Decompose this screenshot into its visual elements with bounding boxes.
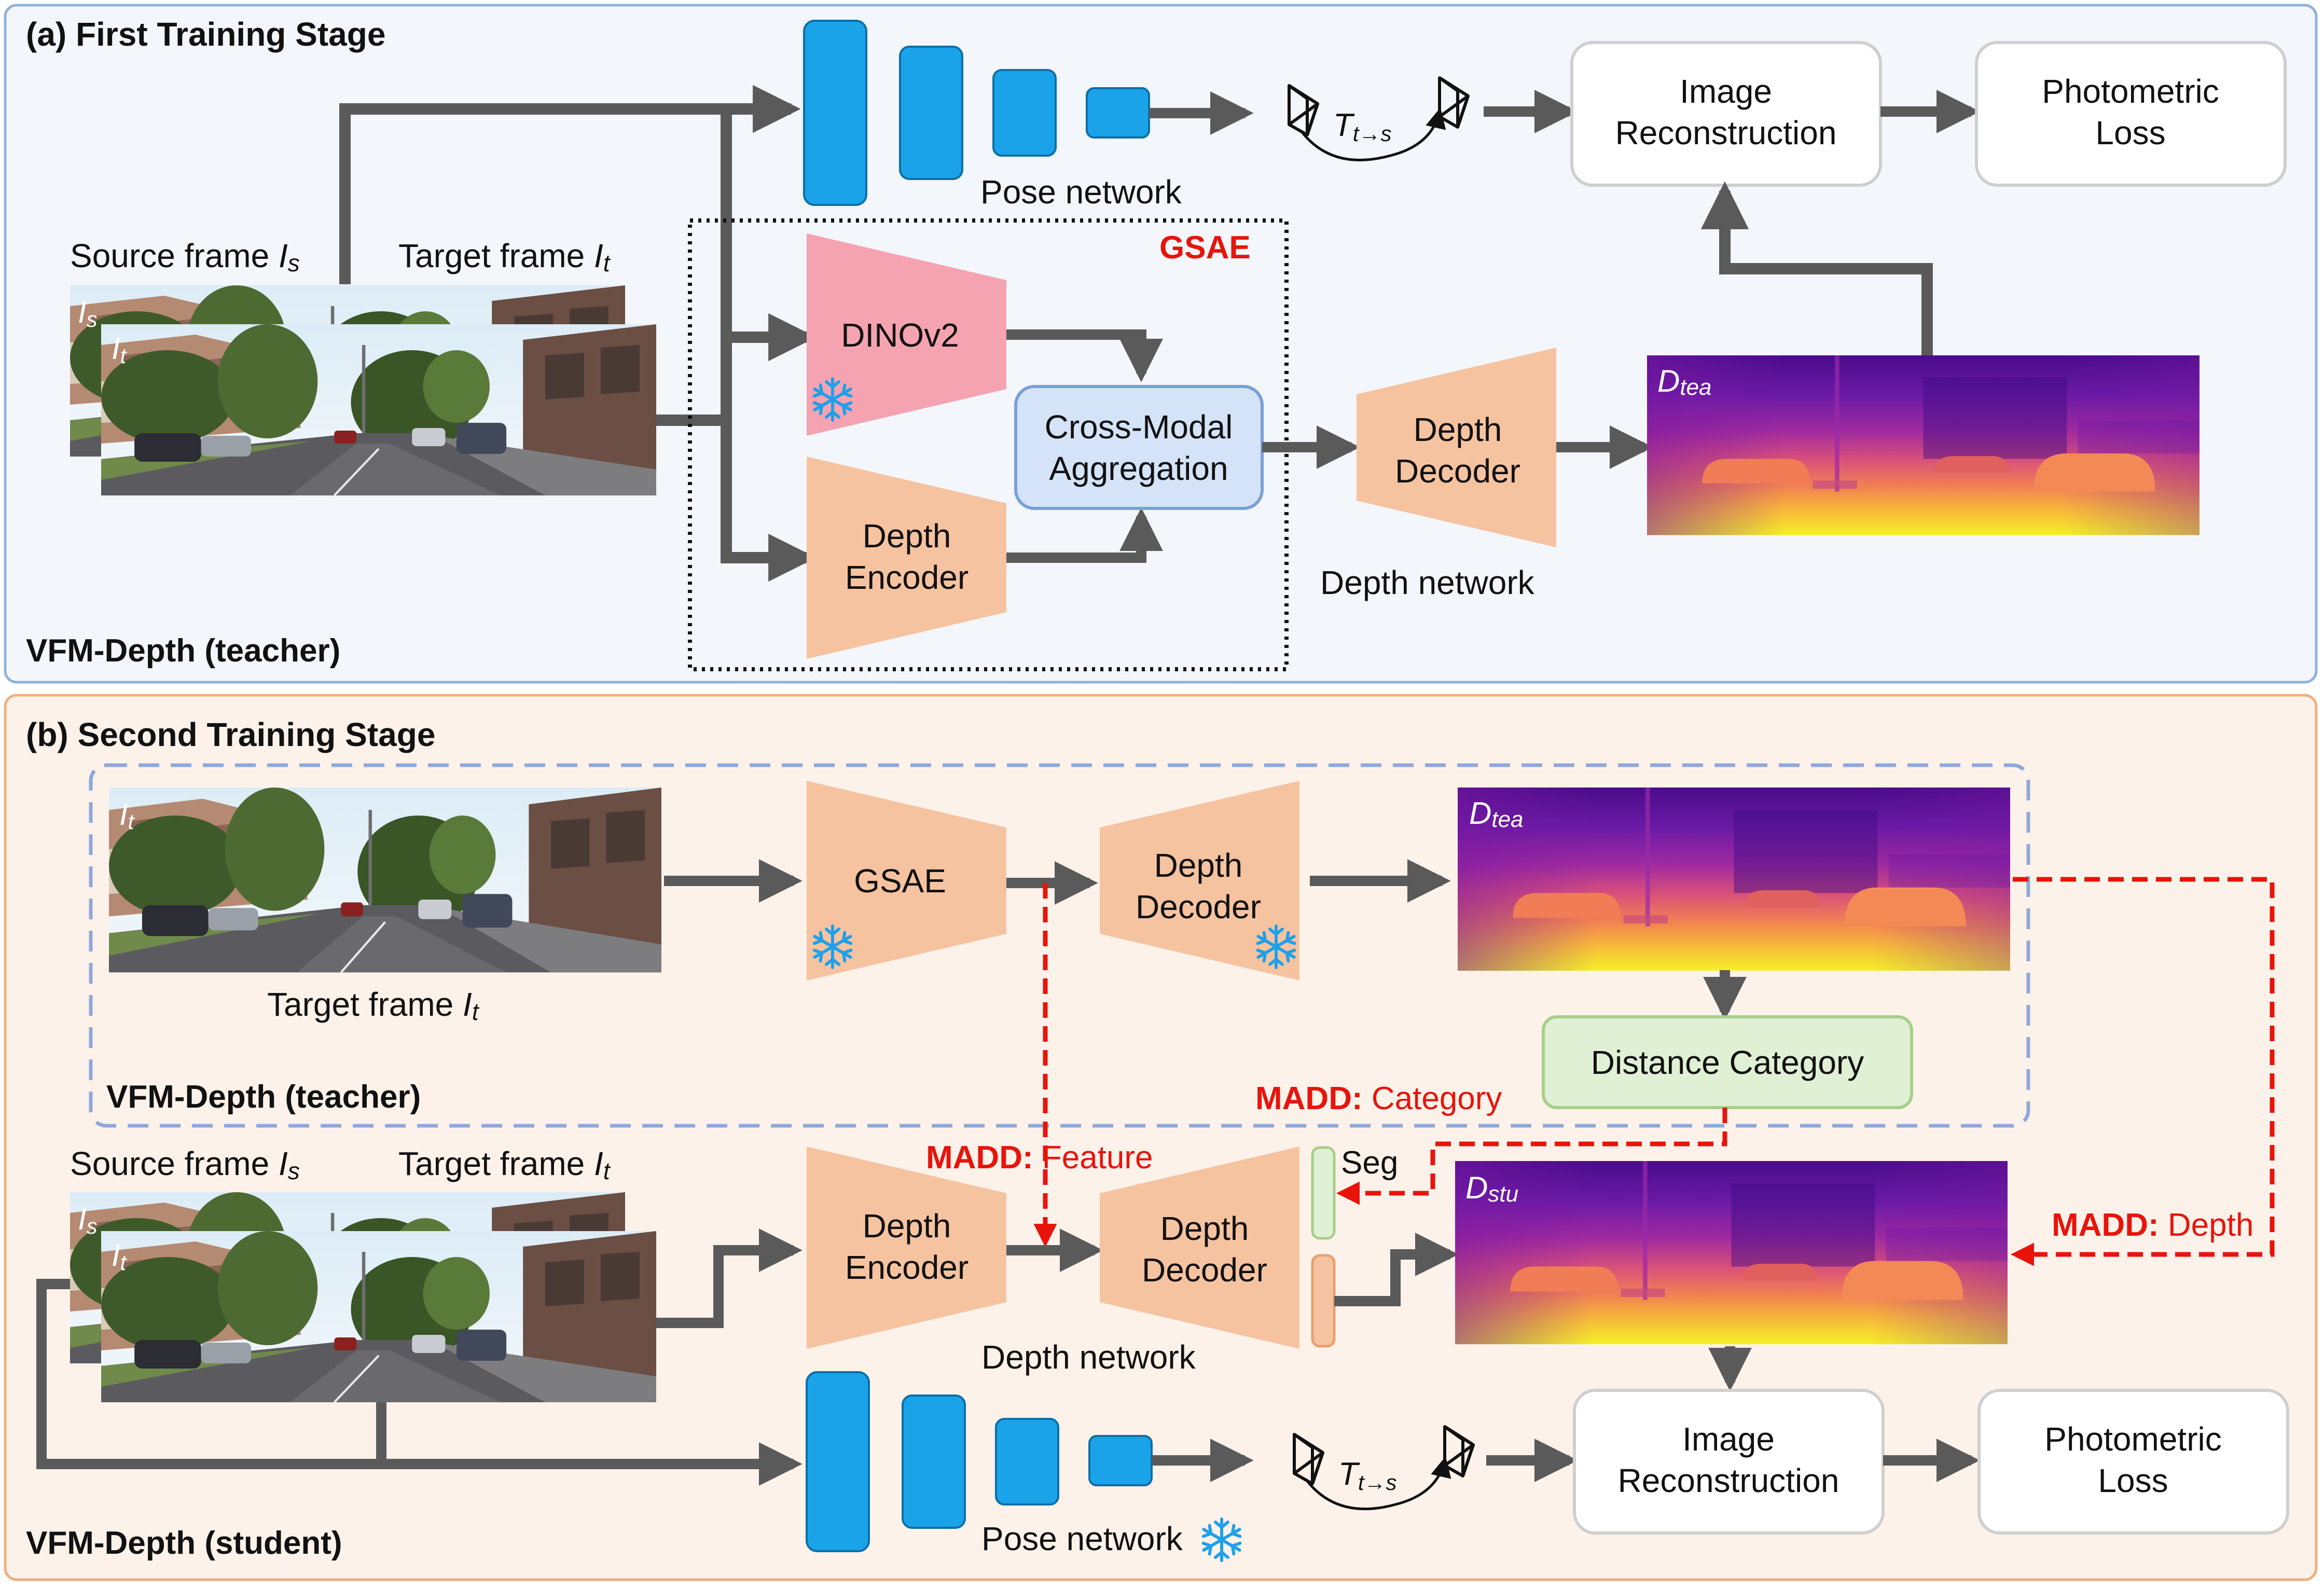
student-recon-label-2: Reconstruction: [1618, 1462, 1839, 1499]
student-depth-encoder-block: [807, 1147, 1006, 1349]
student-loss-label-2: Loss: [2098, 1462, 2168, 1499]
depth-encoder-label-1: Depth: [863, 517, 951, 555]
cross-modal-label-1: Cross-Modal: [1045, 408, 1233, 446]
teacher-decoder-label-1: Depth: [1154, 847, 1243, 884]
seg-label: Seg: [1341, 1145, 1398, 1181]
student-depth-map: [1455, 1161, 2008, 1345]
image-reconstruction-label-2: Reconstruction: [1615, 114, 1837, 151]
student-pose-block-3: [995, 1418, 1059, 1506]
cross-modal-aggregation-box: [1014, 385, 1264, 510]
teacher-depth-map-b-tag: Dtea: [1469, 796, 1524, 832]
student-source-label: Source frame Is: [70, 1145, 300, 1184]
student-source-tag: Is: [78, 1202, 98, 1238]
panel-b-title: (b) Second Training Stage: [26, 716, 435, 753]
transform-label: Tt→s: [1333, 107, 1392, 146]
student-encoder-label-2: Encoder: [845, 1249, 969, 1286]
image-reconstruction-label-1: Image: [1680, 73, 1772, 110]
student-decoder-label-2: Decoder: [1142, 1251, 1267, 1289]
depth-decoder-label-2: Decoder: [1395, 452, 1520, 490]
gsae-block: [807, 781, 1006, 981]
madd-distillation-arrows: [1033, 877, 2275, 1266]
depth-decoder-block: [1357, 348, 1556, 547]
panel-a-input-arrows: [339, 85, 817, 582]
distance-category-box: [1542, 1015, 1913, 1109]
photometric-loss-label-2: Loss: [2095, 114, 2165, 151]
student-depth-network-label: Depth network: [981, 1338, 1196, 1376]
teacher-target-label: Target frame It: [267, 986, 480, 1025]
student-decoder-label-1: Depth: [1160, 1210, 1249, 1247]
student-target-image: [101, 1231, 656, 1402]
student-pose-network-label: Pose network: [981, 1520, 1183, 1557]
teacher-depth-map-tag: Dtea: [1657, 364, 1712, 400]
dinov2-block: [807, 233, 1006, 436]
depthmap-to-recon-arrow: [1700, 181, 1933, 355]
teacher-region-footer: VFM-Depth (teacher): [106, 1079, 421, 1115]
depth-head: [1311, 1254, 1336, 1348]
teacher-region: [89, 763, 2030, 1128]
student-footer: VFM-Depth (student): [26, 1525, 342, 1561]
panel-a-footer: VFM-Depth (teacher): [26, 633, 340, 669]
depth-encoder-block: [807, 457, 1006, 659]
teacher-target-image: [109, 788, 661, 972]
teacher-image-tag: It: [119, 797, 135, 834]
photometric-loss-box: [1975, 41, 2287, 187]
pose-block-3: [992, 69, 1057, 157]
student-transform-curve: [1306, 1456, 1451, 1511]
dinov2-label: DINOv2: [841, 316, 959, 354]
student-transform-label: Tt→s: [1338, 1456, 1397, 1495]
depth-head-to-map-arrow: [1334, 1233, 1459, 1306]
student-input-arrows: [36, 1228, 803, 1486]
depth-encoder-label-2: Encoder: [845, 559, 969, 596]
student-photometric-loss-box: [1977, 1389, 2289, 1535]
distance-category-label: Distance Category: [1591, 1044, 1864, 1081]
pose-block-4: [1086, 87, 1150, 139]
teacher-depth-map: [1647, 355, 2200, 535]
cross-modal-label-2: Aggregation: [1049, 450, 1228, 487]
student-pose-block-4: [1088, 1435, 1153, 1486]
target-frame-label: Target frame It: [398, 237, 611, 277]
target-image-tag: It: [112, 331, 128, 368]
source-image-tag: Is: [78, 295, 98, 332]
student-loss-label-1: Photometric: [2044, 1420, 2221, 1458]
pose-block-1: [803, 20, 867, 206]
student-recon-label-1: Image: [1682, 1420, 1775, 1458]
student-depth-decoder-block: [1100, 1147, 1299, 1349]
transform-curve: [1301, 107, 1446, 162]
gsae-internal-arrows: [1006, 329, 1163, 563]
student-pose-block-2: [902, 1394, 966, 1529]
student-target-label: Target frame It: [398, 1145, 611, 1184]
student-depth-map-tag: Dstu: [1465, 1170, 1518, 1207]
student-target-tag: It: [112, 1238, 128, 1275]
gsae-block-label: GSAE: [854, 862, 946, 900]
gsae-label: GSAE: [1159, 230, 1251, 266]
teacher-decoder-label-2: Decoder: [1136, 888, 1261, 926]
teacher-depth-decoder-block: [1100, 781, 1299, 981]
teacher-depth-map-b: [1458, 788, 2010, 971]
madd-category-label: MADD: Category: [1255, 1081, 1502, 1116]
photometric-loss-label-1: Photometric: [2042, 73, 2219, 110]
student-pose-block-1: [806, 1371, 870, 1552]
depth-network-label: Depth network: [1320, 564, 1535, 601]
student-encoder-label-1: Depth: [863, 1207, 951, 1245]
madd-depth-label: MADD: Depth: [2052, 1207, 2253, 1243]
panel-a-title: (a) First Training Stage: [26, 16, 385, 53]
source-frame-label: Source frame Is: [70, 237, 300, 277]
pose-network-label: Pose network: [980, 173, 1182, 211]
madd-feature-label: MADD: Feature: [926, 1140, 1153, 1176]
target-frame-image: [101, 324, 656, 495]
depth-decoder-label-1: Depth: [1414, 411, 1502, 448]
pose-block-2: [899, 46, 963, 180]
seg-head: [1311, 1146, 1336, 1240]
